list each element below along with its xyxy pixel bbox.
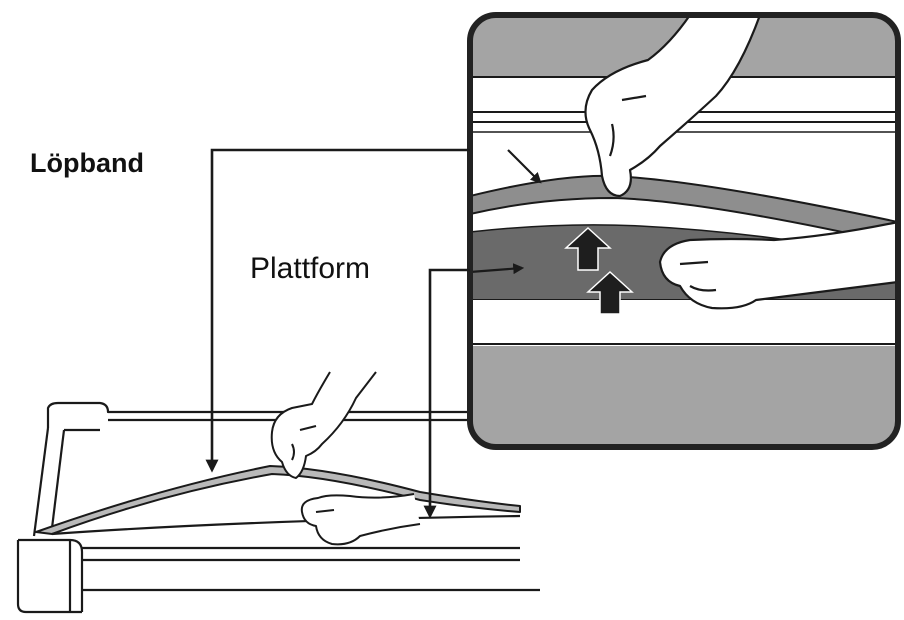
- supporting-hand: [300, 493, 421, 546]
- treadmill-illustration: [16, 401, 540, 614]
- platform-edge: [51, 514, 521, 536]
- running-belt: [35, 465, 521, 535]
- lifting-hand: [270, 371, 377, 479]
- front-deck: [18, 538, 84, 612]
- up-arrow-icon-lower: [586, 270, 634, 315]
- belt-leader-line: [205, 148, 470, 473]
- arrow-icon: [469, 149, 542, 275]
- inset-bottom-frame: [470, 346, 898, 447]
- back-rail: [46, 401, 470, 428]
- belt-label: Löpband: [30, 148, 144, 178]
- inset-belt: [470, 174, 898, 246]
- inset-supporting-hand: [658, 220, 900, 310]
- up-arrow-icon: [564, 226, 612, 271]
- inset-lifting-hand: [584, 13, 762, 198]
- inset-border: [467, 12, 901, 450]
- platform-leader-line: [423, 268, 470, 519]
- platform-label: Plattform: [250, 252, 371, 285]
- left-frame: [32, 427, 50, 537]
